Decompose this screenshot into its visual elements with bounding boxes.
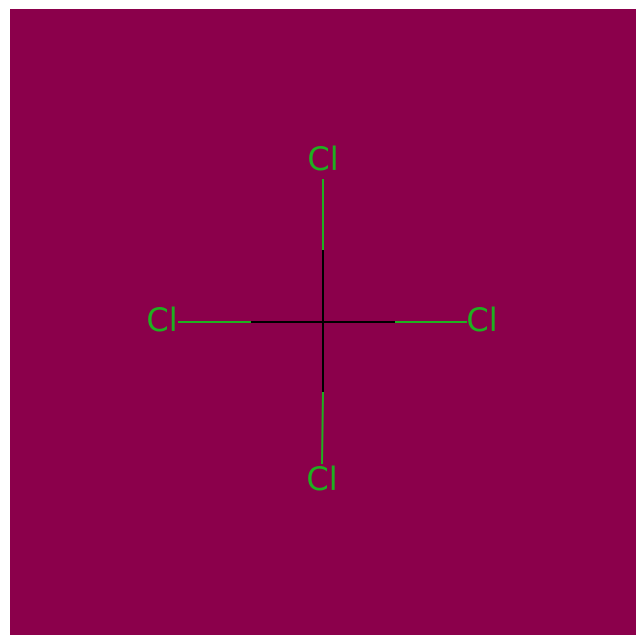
chlorine-label-down: Cl <box>306 460 337 498</box>
bond-down <box>321 322 324 465</box>
molecule-canvas: Cl Cl Cl Cl <box>10 9 636 635</box>
chlorine-label-right: Cl <box>466 301 497 339</box>
chlorine-label-up: Cl <box>307 140 338 178</box>
molecule-diagram: Cl Cl Cl Cl <box>10 9 636 635</box>
chlorine-label-left: Cl <box>146 301 177 339</box>
